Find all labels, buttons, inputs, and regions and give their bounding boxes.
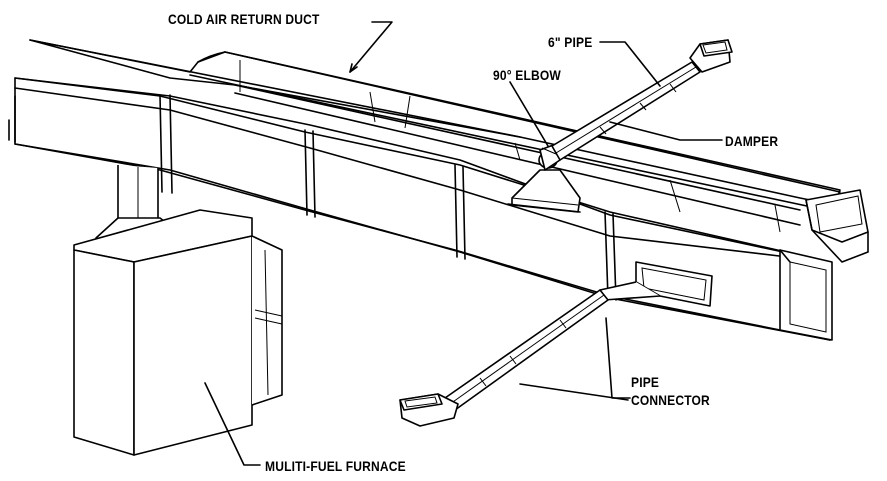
label-cold-air-return-duct: COLD AIR RETURN DUCT [168, 11, 320, 27]
label-damper: DAMPER [725, 133, 779, 149]
label-90-elbow: 90° ELBOW [493, 67, 561, 83]
upper-branch [507, 39, 733, 213]
multi-fuel-furnace [73, 165, 283, 456]
supply-trunk-duct [8, 77, 833, 341]
label-6-inch-pipe: 6" PIPE [548, 34, 593, 50]
leader-lines [204, 21, 723, 466]
cold-air-return-duct [29, 39, 869, 263]
label-pipe-connector-line2: CONNECTOR [631, 392, 710, 408]
lower-branch [399, 261, 713, 427]
label-pipe-connector-line1: PIPE [631, 374, 660, 390]
label-furnace: MULITI-FUEL FURNACE [265, 458, 406, 474]
